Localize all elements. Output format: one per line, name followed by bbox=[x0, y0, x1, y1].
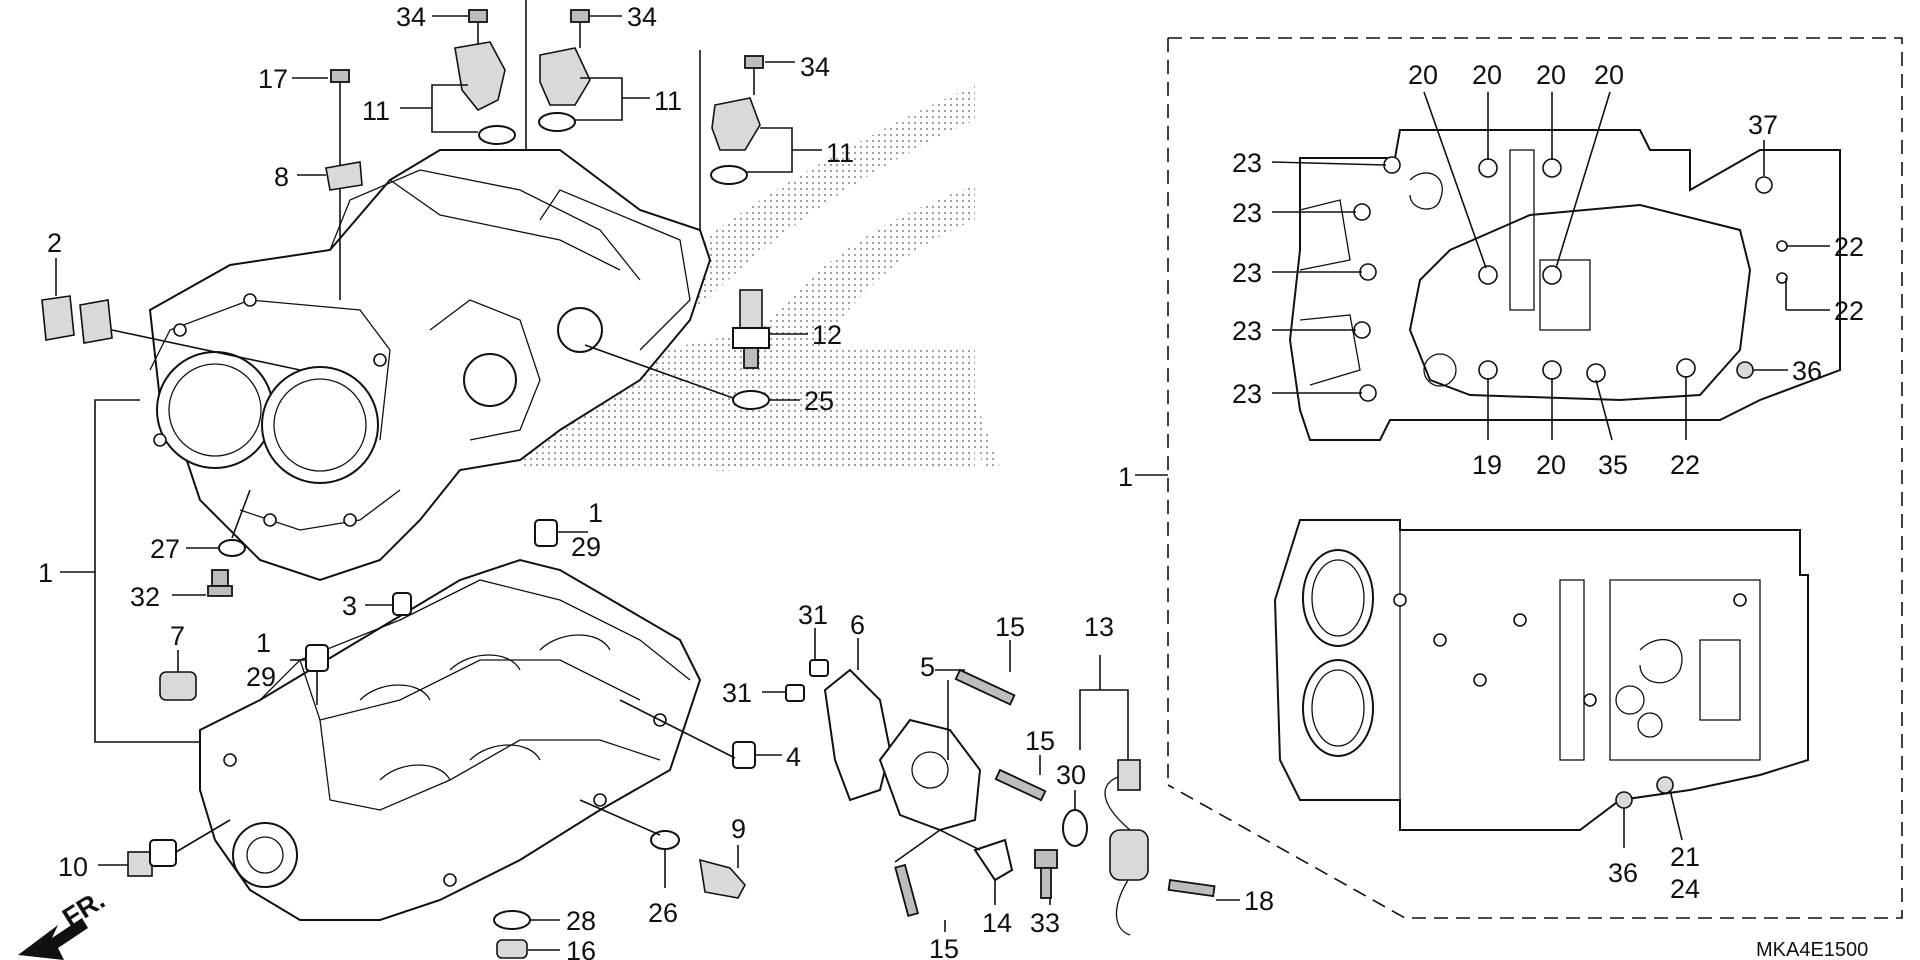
callout-20: 20 bbox=[1594, 60, 1624, 90]
upper-crankcase bbox=[148, 149, 712, 582]
callout-22: 22 bbox=[1834, 232, 1864, 262]
callout-16: 16 bbox=[566, 936, 596, 960]
callout-10: 10 bbox=[58, 852, 88, 882]
leader-lines bbox=[55, 0, 1830, 951]
crankcase-inset bbox=[1167, 37, 1903, 919]
callout-6: 6 bbox=[850, 610, 865, 640]
callout-24: 24 bbox=[1670, 874, 1700, 904]
diagram-code: MKA4E1500 bbox=[1756, 939, 1868, 960]
callout-12: 12 bbox=[812, 320, 842, 350]
callout-1: 1 bbox=[256, 628, 271, 658]
front-label: FR. bbox=[57, 885, 110, 933]
callout-1: 1 bbox=[1118, 462, 1133, 492]
callout-29: 29 bbox=[246, 662, 276, 692]
callout-23: 23 bbox=[1232, 148, 1262, 178]
callout-1: 1 bbox=[38, 558, 53, 588]
callout-13: 13 bbox=[1084, 612, 1114, 642]
callout-20: 20 bbox=[1536, 450, 1566, 480]
callout-11: 11 bbox=[654, 86, 682, 116]
callout-15: 15 bbox=[1025, 726, 1055, 756]
callout-20: 20 bbox=[1472, 60, 1502, 90]
callout-15: 15 bbox=[929, 934, 959, 960]
svg-text:HONDA: HONDA bbox=[600, 371, 1003, 494]
callout-20: 20 bbox=[1536, 60, 1566, 90]
callout-33: 33 bbox=[1030, 908, 1060, 938]
callout-5: 5 bbox=[920, 652, 935, 682]
callout-22: 22 bbox=[1670, 450, 1700, 480]
callout-11: 11 bbox=[362, 96, 390, 126]
callout-17: 17 bbox=[258, 64, 288, 94]
callout-27: 27 bbox=[150, 534, 180, 564]
callout-7: 7 bbox=[170, 621, 185, 651]
callout-34: 34 bbox=[396, 2, 426, 32]
callout-36: 36 bbox=[1608, 858, 1638, 888]
callout-34: 34 bbox=[627, 2, 657, 32]
callout-30: 30 bbox=[1056, 760, 1086, 790]
callout-4: 4 bbox=[786, 742, 801, 772]
callout-23: 23 bbox=[1232, 379, 1262, 409]
callout-26: 26 bbox=[648, 898, 678, 928]
callout-11: 11 bbox=[826, 138, 854, 168]
callout-23: 23 bbox=[1232, 198, 1262, 228]
callout-labels: 34 34 34 17 11 11 11 8 2 12 25 1 27 32 1… bbox=[38, 2, 1868, 960]
callout-23: 23 bbox=[1232, 258, 1262, 288]
callout-1: 1 bbox=[588, 498, 603, 528]
callout-29: 29 bbox=[571, 532, 601, 562]
small-parts bbox=[41, 9, 1216, 959]
callout-36: 36 bbox=[1792, 356, 1822, 386]
callout-19: 19 bbox=[1472, 450, 1502, 480]
callout-22: 22 bbox=[1834, 296, 1864, 326]
callout-8: 8 bbox=[274, 162, 289, 192]
callout-14: 14 bbox=[982, 908, 1012, 938]
callout-25: 25 bbox=[804, 386, 834, 416]
callout-18: 18 bbox=[1244, 886, 1274, 916]
callout-32: 32 bbox=[130, 582, 160, 612]
callout-23: 23 bbox=[1232, 316, 1262, 346]
callout-31: 31 bbox=[722, 678, 752, 708]
callout-21: 21 bbox=[1670, 842, 1700, 872]
callout-35: 35 bbox=[1598, 450, 1628, 480]
callout-15: 15 bbox=[995, 612, 1025, 642]
callout-34: 34 bbox=[800, 52, 830, 82]
lower-crankcase bbox=[199, 558, 702, 921]
callout-3: 3 bbox=[342, 591, 357, 621]
callout-2: 2 bbox=[47, 228, 62, 258]
callout-9: 9 bbox=[731, 814, 746, 844]
callout-31: 31 bbox=[798, 600, 828, 630]
callout-28: 28 bbox=[566, 906, 596, 936]
front-arrow: FR. bbox=[18, 885, 110, 960]
callout-20: 20 bbox=[1408, 60, 1438, 90]
callout-37: 37 bbox=[1748, 110, 1778, 140]
